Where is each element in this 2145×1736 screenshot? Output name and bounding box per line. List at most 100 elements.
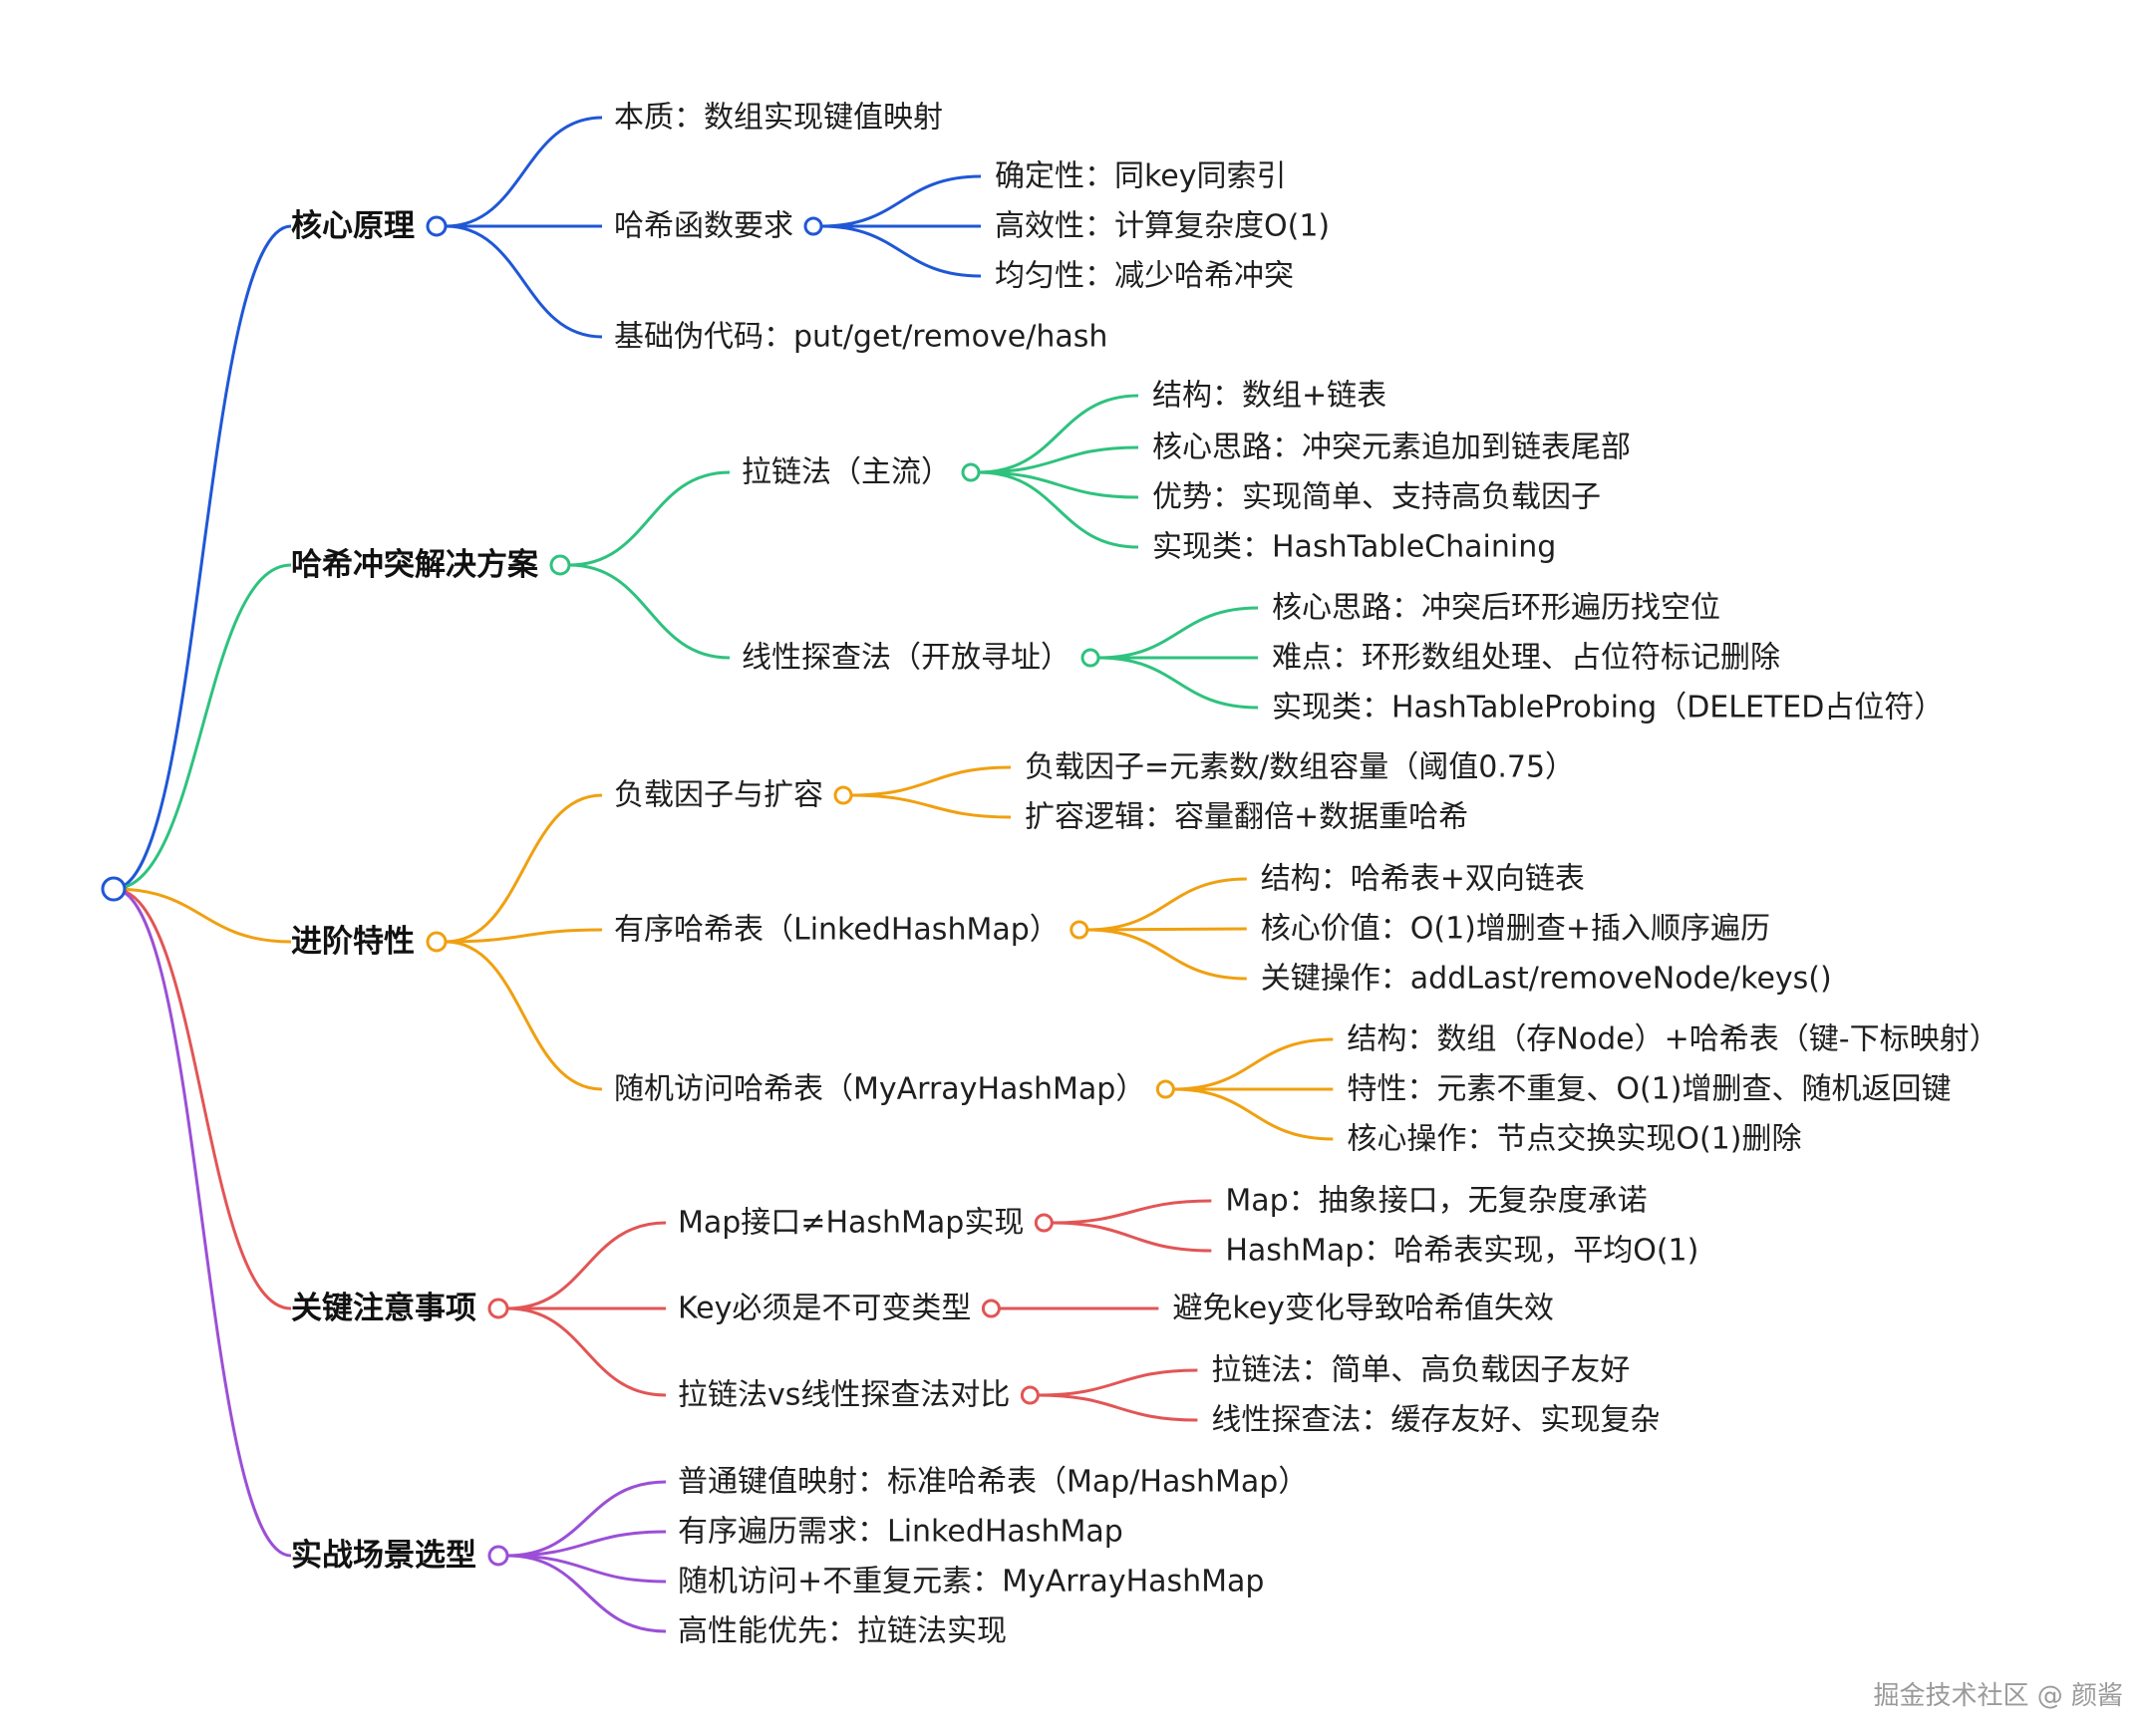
topic-node[interactable] bbox=[1034, 1213, 1054, 1233]
topic-label: 负载因子与扩容 bbox=[614, 778, 823, 813]
mindmap-knots bbox=[101, 215, 1175, 1567]
topic-label: 本质：数组实现键值映射 bbox=[614, 101, 943, 136]
topic-node[interactable] bbox=[1020, 1385, 1040, 1405]
detail-label: 结构：数组（存Node）+哈希表（键-下标映射） bbox=[1347, 1022, 1998, 1057]
topic-to-detail-edge bbox=[1086, 928, 1247, 981]
root-to-branch-edge bbox=[113, 224, 292, 891]
topic-to-detail-edge bbox=[1173, 1037, 1334, 1091]
detail-label: HashMap：哈希表实现，平均O(1) bbox=[1225, 1234, 1698, 1269]
branch-to-topic-edge bbox=[568, 563, 731, 660]
detail-label: 高效性：计算复杂度O(1) bbox=[995, 209, 1330, 244]
topic-to-detail-edge bbox=[1038, 1368, 1198, 1397]
detail-label: 拉链法：简单、高负载因子友好 bbox=[1211, 1353, 1630, 1388]
branch-label: 关键注意事项 bbox=[291, 1291, 476, 1326]
detail-label: 核心操作：节点交换实现O(1)删除 bbox=[1347, 1122, 1801, 1157]
topic-node[interactable] bbox=[1155, 1079, 1175, 1099]
topic-label: 随机访问哈希表（MyArrayHashMap） bbox=[614, 1072, 1145, 1107]
topic-label: 有序遍历需求：LinkedHashMap bbox=[678, 1515, 1123, 1550]
branch-to-topic-edge bbox=[506, 1530, 667, 1558]
topic-to-detail-edge bbox=[1097, 656, 1259, 710]
topic-to-detail-edge bbox=[820, 224, 982, 278]
topic-label: 高性能优先：拉链法实现 bbox=[678, 1614, 1007, 1649]
topic-label: Key必须是不可变类型 bbox=[678, 1292, 971, 1326]
topic-to-detail-edge bbox=[978, 394, 1139, 474]
topic-to-detail-edge bbox=[1173, 1087, 1334, 1141]
branch-to-topic-edge bbox=[506, 1554, 667, 1633]
topic-to-detail-edge bbox=[1038, 1393, 1198, 1422]
topic-to-detail-edge bbox=[978, 470, 1139, 499]
detail-label: 避免key变化导致哈希值失效 bbox=[1172, 1292, 1554, 1326]
branch-to-topic-edge bbox=[506, 1554, 667, 1584]
topic-to-detail-edge bbox=[820, 174, 982, 228]
branch-node[interactable] bbox=[487, 1298, 509, 1319]
branch-to-topic-edge bbox=[506, 1306, 667, 1397]
topic-to-detail-edge bbox=[850, 765, 1012, 797]
topic-to-detail-edge bbox=[978, 470, 1139, 549]
root-to-branch-edge bbox=[113, 563, 292, 891]
branch-to-topic-edge bbox=[445, 793, 603, 944]
topic-label: 有序哈希表（LinkedHashMap） bbox=[614, 913, 1060, 948]
topic-node[interactable] bbox=[1070, 920, 1089, 940]
branch-node[interactable] bbox=[487, 1545, 509, 1567]
detail-label: 实现类：HashTableChaining bbox=[1152, 530, 1556, 565]
watermark-text: 掘金技术社区 @ 颜酱 bbox=[1873, 1681, 2123, 1711]
topic-to-detail-edge bbox=[1086, 877, 1247, 932]
detail-label: 结构：哈希表+双向链表 bbox=[1261, 862, 1585, 897]
branch-to-topic-edge bbox=[445, 224, 603, 339]
branch-node[interactable] bbox=[426, 215, 448, 237]
branch-to-topic-edge bbox=[445, 928, 603, 944]
branch-label: 进阶特性 bbox=[291, 924, 415, 960]
detail-label: 确定性：同key同索引 bbox=[995, 159, 1287, 194]
detail-label: 核心价值：O(1)增删查+插入顺序遍历 bbox=[1261, 912, 1770, 947]
branch-node[interactable] bbox=[549, 554, 571, 576]
root-to-branch-edge bbox=[113, 887, 292, 944]
detail-label: 均匀性：减少哈希冲突 bbox=[995, 259, 1294, 294]
topic-label: 线性探查法（开放寻址） bbox=[742, 641, 1071, 676]
topic-to-detail-edge bbox=[1097, 606, 1259, 660]
topic-to-detail-edge bbox=[1052, 1199, 1212, 1225]
root-to-branch-edge bbox=[113, 887, 292, 1558]
topic-node[interactable] bbox=[803, 216, 823, 236]
branch-to-topic-edge bbox=[506, 1480, 667, 1558]
topic-label: 随机访问+不重复元素：MyArrayHashMap bbox=[678, 1565, 1264, 1599]
detail-label: 结构：数组+链表 bbox=[1152, 379, 1386, 414]
detail-label: 负载因子=元素数/数组容量（阈值0.75） bbox=[1025, 750, 1575, 785]
topic-label: 普通键值映射：标准哈希表（Map/HashMap） bbox=[678, 1465, 1308, 1500]
detail-label: 实现类：HashTableProbing（DELETED占位符） bbox=[1272, 691, 1944, 725]
detail-label: 扩容逻辑：容量翻倍+数据重哈希 bbox=[1025, 800, 1468, 835]
topic-node[interactable] bbox=[1080, 648, 1100, 668]
branch-to-topic-edge bbox=[506, 1221, 667, 1310]
branch-node[interactable] bbox=[426, 931, 448, 953]
detail-label: 核心思路：冲突后环形遍历找空位 bbox=[1272, 591, 1720, 626]
topic-label: 拉链法vs线性探查法对比 bbox=[678, 1378, 1010, 1413]
topic-to-detail-edge bbox=[850, 793, 1012, 819]
topic-label: 基础伪代码：put/get/remove/hash bbox=[614, 320, 1107, 355]
topic-to-detail-edge bbox=[978, 445, 1139, 474]
branch-label: 实战场景选型 bbox=[291, 1538, 476, 1574]
topic-to-detail-edge bbox=[1086, 927, 1247, 932]
branch-to-topic-edge bbox=[568, 470, 731, 567]
detail-label: 关键操作：addLast/removeNode/keys() bbox=[1261, 962, 1832, 997]
branch-label: 核心原理 bbox=[291, 208, 415, 244]
detail-label: 特性：元素不重复、O(1)增删查、随机返回键 bbox=[1347, 1072, 1951, 1107]
detail-label: 难点：环形数组处理、占位符标记删除 bbox=[1272, 641, 1780, 676]
detail-label: Map：抽象接口，无复杂度承诺 bbox=[1225, 1184, 1647, 1219]
branch-label: 哈希冲突解决方案 bbox=[291, 547, 539, 583]
root-node[interactable] bbox=[101, 876, 127, 902]
topic-label: 拉链法（主流） bbox=[742, 455, 951, 490]
topic-to-detail-edge bbox=[1052, 1221, 1212, 1253]
detail-label: 核心思路：冲突元素追加到链表尾部 bbox=[1152, 431, 1631, 465]
branch-to-topic-edge bbox=[445, 940, 603, 1091]
topic-label: Map接口≠HashMap实现 bbox=[678, 1206, 1024, 1241]
mindmap-edges bbox=[113, 116, 1334, 1633]
detail-label: 线性探查法：缓存友好、实现复杂 bbox=[1211, 1403, 1660, 1438]
detail-label: 优势：实现简单、支持高负载因子 bbox=[1152, 480, 1601, 515]
topic-node[interactable] bbox=[981, 1299, 1001, 1318]
root-to-branch-edge bbox=[113, 887, 292, 1310]
branch-to-topic-edge bbox=[445, 116, 603, 228]
topic-node[interactable] bbox=[833, 785, 853, 805]
topic-label: 哈希函数要求 bbox=[614, 209, 793, 244]
topic-node[interactable] bbox=[961, 462, 981, 482]
